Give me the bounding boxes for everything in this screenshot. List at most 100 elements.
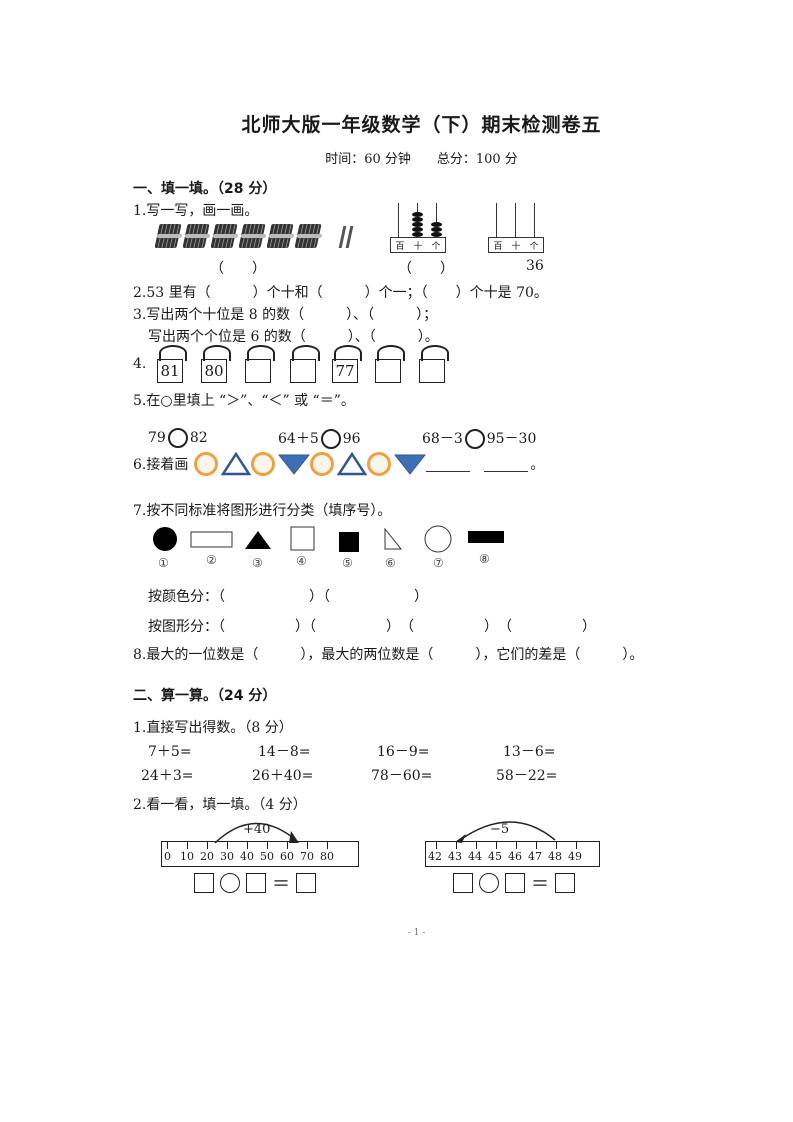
operator-circle[interactable] — [220, 873, 240, 893]
stick-bundle-icon — [154, 224, 182, 248]
equation-2: ＝ — [453, 870, 575, 896]
bag-7[interactable] — [417, 345, 449, 385]
single-stick-icon — [345, 226, 354, 248]
section-2-heading: 二、算一算。（24 分） — [133, 688, 277, 704]
operator-circle[interactable] — [479, 873, 499, 893]
filled-square-icon — [339, 532, 359, 552]
q5-label: 5.在○里填上 “＞”、“＜” 或 “＝”。 — [133, 393, 355, 409]
calc-item: 58－22= — [496, 768, 558, 784]
compare-circle[interactable] — [167, 428, 188, 448]
calc-item: 24＋3= — [141, 768, 194, 784]
answer-box[interactable] — [296, 873, 316, 893]
q8-text: 8.最大的一位数是（ ），最大的两位数是（ ），它们的差是（ ）。 — [133, 647, 644, 663]
filled-circle-icon — [153, 527, 177, 551]
bag-4[interactable] — [288, 345, 320, 385]
q7-label: 7.按不同标准将图形进行分类（填序号）。 — [133, 503, 392, 519]
bag-5: 77 — [330, 345, 362, 385]
filled-rectangle-icon — [468, 531, 504, 543]
classify-by-shape[interactable]: 按图形分：（ ）（ ） （ ） （ ） — [148, 619, 596, 635]
page-number: - 1 - — [407, 928, 426, 938]
q6-pattern: 6.接着画 。 — [133, 452, 544, 476]
hundreds-label: 百 — [493, 241, 503, 252]
s2-q2-label: 2.看一看，填一填。（4 分） — [133, 797, 307, 813]
shape-number: ① — [158, 556, 169, 570]
stick-bundle-icon — [238, 224, 266, 248]
q1-sticks-answer[interactable]: （ ） — [210, 261, 266, 277]
outline-circle-icon — [424, 525, 452, 553]
calc-item: 78－60= — [371, 768, 433, 784]
bag-1: 81 — [155, 345, 187, 385]
q3-line1: 3.写出两个十位是 8 的数（ ）、（ ）； — [133, 307, 438, 323]
calc-item: 26＋40= — [252, 768, 314, 784]
number-line-2: 42 43 44 45 46 47 48 49 — [425, 841, 600, 867]
answer-box[interactable] — [246, 873, 266, 893]
orange-circle-icon — [310, 452, 335, 476]
tens-label: 十 — [413, 241, 423, 252]
stick-bundle-icon — [210, 224, 238, 248]
abacus-value: 36 — [526, 258, 544, 274]
bag-3[interactable] — [243, 345, 275, 385]
bag-6[interactable] — [373, 345, 405, 385]
s2-q1-label: 1.直接写出得数。（8 分） — [133, 720, 293, 736]
arc-arrow-minus — [455, 821, 556, 843]
arc-arrow-plus — [214, 822, 299, 844]
arc-label-minus: −5 — [490, 822, 510, 837]
answer-box[interactable] — [453, 873, 473, 893]
shape-number: ④ — [296, 554, 307, 568]
bag-2: 80 — [199, 345, 231, 385]
q3-line2: 写出两个个位是 6 的数（ ）、（ ）。 — [148, 329, 439, 345]
compare-circle[interactable] — [320, 429, 341, 449]
shape-number: ⑤ — [342, 556, 353, 570]
answer-box[interactable] — [505, 873, 525, 893]
orange-circle-icon — [194, 452, 219, 476]
q4-label: 4. — [133, 356, 147, 372]
section-1-heading: 一、填一填。（28 分） — [133, 181, 277, 197]
orange-circle-icon — [367, 452, 392, 476]
abacus-53: 百 十 个 — [390, 203, 446, 253]
answer-box[interactable] — [194, 873, 214, 893]
ones-label: 个 — [431, 241, 441, 252]
q2-text: 2.53 里有（ ）个十和（ ）个一；（ ）个十是 70。 — [133, 285, 548, 301]
calc-item: 7＋5= — [148, 744, 192, 760]
equation-1: ＝ — [194, 870, 316, 896]
shape-number: ⑧ — [479, 552, 490, 566]
calc-item: 16－9= — [377, 744, 430, 760]
answer-blank[interactable] — [484, 457, 529, 472]
triangle-up-icon — [221, 452, 252, 476]
hundreds-label: 百 — [395, 241, 405, 252]
shape-number: ⑥ — [385, 556, 396, 570]
number-line-1: 0 10 20 30 40 50 60 70 80 — [161, 841, 359, 867]
triangle-down-icon — [278, 454, 311, 475]
abacus-blank[interactable]: 百 十 个 — [488, 203, 544, 253]
q1-label: 1.写一写，画一画。 — [133, 203, 259, 219]
q6-label: 6.接着画 — [133, 457, 189, 473]
stick-bundle-icon — [266, 224, 294, 248]
stick-bundle-icon — [294, 224, 322, 248]
calc-item: 14－8= — [258, 744, 311, 760]
q1-abacus-answer[interactable]: （ ） — [398, 261, 454, 277]
shape-number: ③ — [252, 556, 263, 570]
classify-by-color[interactable]: 按颜色分：（ ）（ ） — [148, 589, 428, 605]
ones-label: 个 — [529, 241, 539, 252]
outline-rectangle-icon — [190, 531, 233, 548]
triangle-down-icon — [394, 454, 427, 475]
orange-circle-icon — [251, 452, 276, 476]
outline-square-icon — [290, 526, 315, 551]
tens-label: 十 — [511, 241, 521, 252]
shape-number: ② — [206, 553, 217, 567]
filled-triangle-icon — [245, 531, 271, 549]
triangle-up-icon — [337, 452, 368, 476]
stick-bundle-icon — [182, 224, 210, 248]
answer-box[interactable] — [555, 873, 575, 893]
counting-sticks — [154, 224, 355, 252]
shape-number: ⑦ — [433, 556, 444, 570]
exam-info: 时间：60 分钟 总分：100 分 — [325, 152, 518, 167]
right-triangle-icon — [384, 527, 403, 550]
compare-circle[interactable] — [464, 429, 485, 449]
arc-label-plus: +40 — [243, 822, 271, 837]
answer-blank[interactable] — [426, 457, 471, 472]
calc-item: 13－6= — [503, 744, 556, 760]
